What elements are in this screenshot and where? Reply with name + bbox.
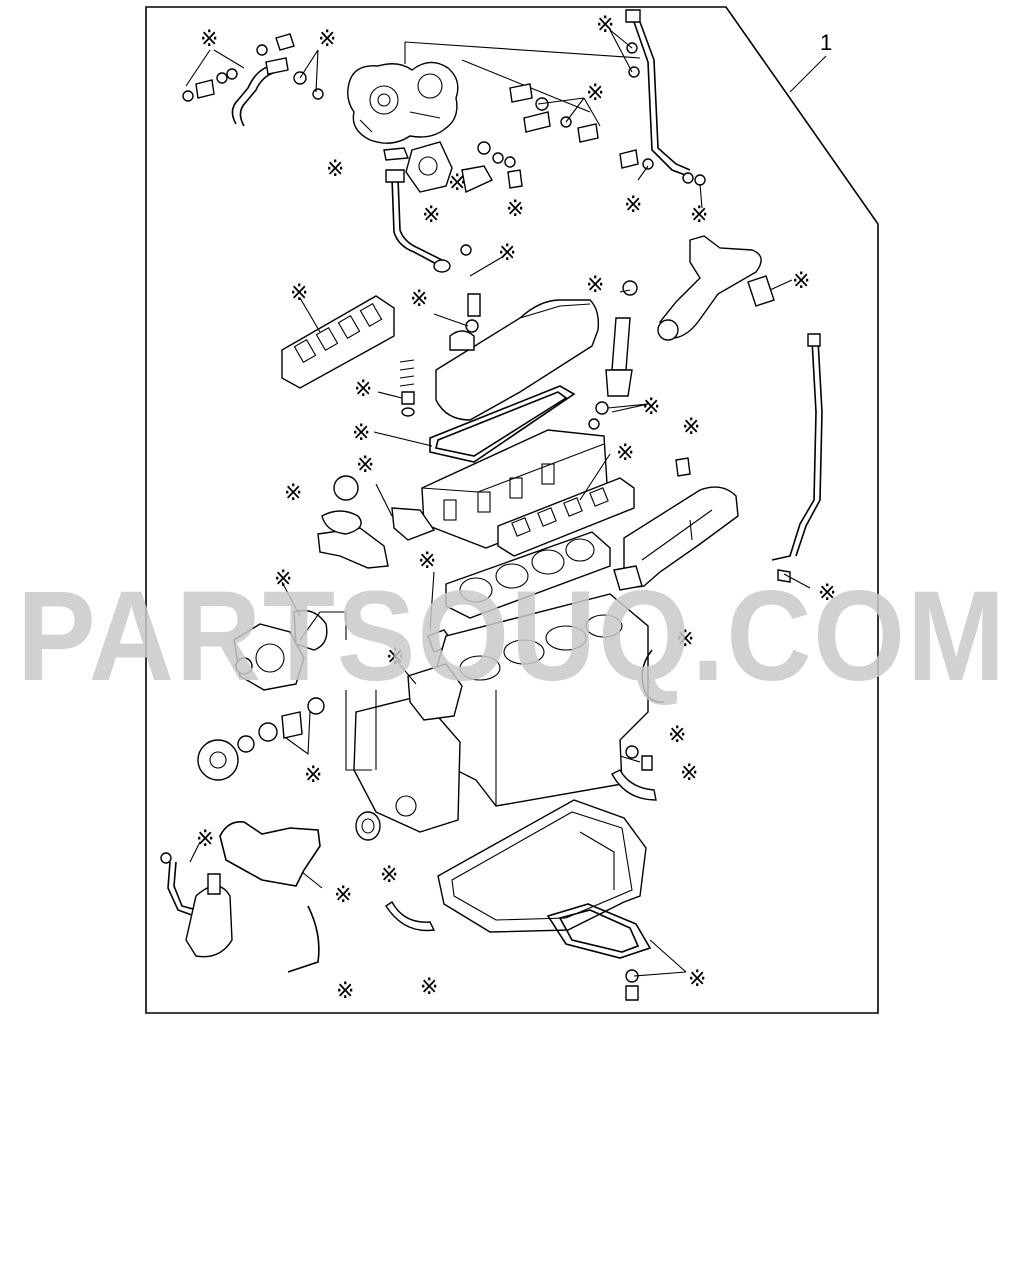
valve-cover xyxy=(435,244,600,421)
oil-pan xyxy=(437,799,647,933)
svg-text:※: ※ xyxy=(688,967,706,992)
turbo-gasket xyxy=(383,141,453,193)
water-pipe-upper xyxy=(619,9,706,186)
svg-text:※: ※ xyxy=(586,273,604,298)
svg-text:※: ※ xyxy=(410,287,428,312)
intake-manifold xyxy=(613,457,739,591)
oil-dipstick xyxy=(771,333,823,583)
crank-seal xyxy=(355,811,381,841)
svg-text:※: ※ xyxy=(380,863,398,888)
injector xyxy=(588,280,638,430)
svg-text:※: ※ xyxy=(284,481,302,506)
rear-seal xyxy=(641,649,665,704)
svg-text:※: ※ xyxy=(290,281,308,306)
svg-text:※: ※ xyxy=(682,415,700,440)
callout-number: 1 xyxy=(820,30,832,55)
svg-text:※: ※ xyxy=(418,549,436,574)
thermostat-housing xyxy=(317,475,436,569)
turbo-bolts xyxy=(461,83,599,194)
valve-spring xyxy=(399,359,415,417)
svg-text:※: ※ xyxy=(420,975,438,1000)
kit-markers: ※ ※ ※ ※ ※ ※ ※ ※ ※ ※ ※ ※ ※ ※ ※ ※ ※ ※ ※ ※ … xyxy=(196,13,836,1004)
intake-manifold-gasket xyxy=(497,477,635,557)
gasket-strip xyxy=(219,820,323,889)
svg-text:※: ※ xyxy=(680,761,698,786)
svg-text:※: ※ xyxy=(586,81,604,106)
callout-leader xyxy=(789,55,827,93)
valve-cover-gasket xyxy=(429,385,576,463)
svg-text:※: ※ xyxy=(274,567,292,592)
svg-text:※: ※ xyxy=(196,827,214,852)
svg-text:※: ※ xyxy=(448,171,466,196)
svg-text:※: ※ xyxy=(676,627,694,652)
oil-return-pipe xyxy=(385,169,451,273)
timing-cover xyxy=(353,663,463,833)
svg-text:※: ※ xyxy=(506,197,524,222)
diagram-frame xyxy=(145,6,879,1014)
svg-text:※: ※ xyxy=(352,421,370,446)
svg-text:※: ※ xyxy=(642,395,660,420)
svg-text:※: ※ xyxy=(792,269,810,294)
svg-text:※: ※ xyxy=(690,203,708,228)
seal-strip xyxy=(287,905,320,973)
svg-text:※: ※ xyxy=(818,581,836,606)
svg-text:※: ※ xyxy=(498,241,516,266)
cylinder-head-gasket xyxy=(445,531,611,619)
svg-text:※: ※ xyxy=(624,193,642,218)
svg-text:※: ※ xyxy=(336,979,354,1004)
svg-text:※: ※ xyxy=(616,441,634,466)
svg-text:※: ※ xyxy=(304,763,322,788)
svg-text:※: ※ xyxy=(386,645,404,670)
thrust-washer-upper xyxy=(611,769,657,801)
exhaust-manifold-gasket xyxy=(281,295,395,389)
watermark: PARTSOUQ.COM xyxy=(17,565,1007,708)
svg-text:※: ※ xyxy=(422,203,440,228)
water-outlet xyxy=(657,235,775,341)
svg-text:※: ※ xyxy=(354,377,372,402)
oil-pan-gasket xyxy=(546,903,652,959)
svg-text:※: ※ xyxy=(668,723,686,748)
oil-pump xyxy=(160,852,233,958)
svg-text:※: ※ xyxy=(326,157,344,182)
svg-text:※: ※ xyxy=(356,453,374,478)
water-pump xyxy=(233,609,328,715)
timing-gear xyxy=(197,711,303,781)
oil-feed-pipe xyxy=(182,33,324,127)
svg-text:※: ※ xyxy=(334,883,352,908)
turbocharger xyxy=(347,61,459,144)
thrust-washer-lower xyxy=(385,900,436,932)
svg-text:※: ※ xyxy=(200,27,218,52)
svg-text:※: ※ xyxy=(318,27,336,52)
svg-text:※: ※ xyxy=(596,13,614,38)
